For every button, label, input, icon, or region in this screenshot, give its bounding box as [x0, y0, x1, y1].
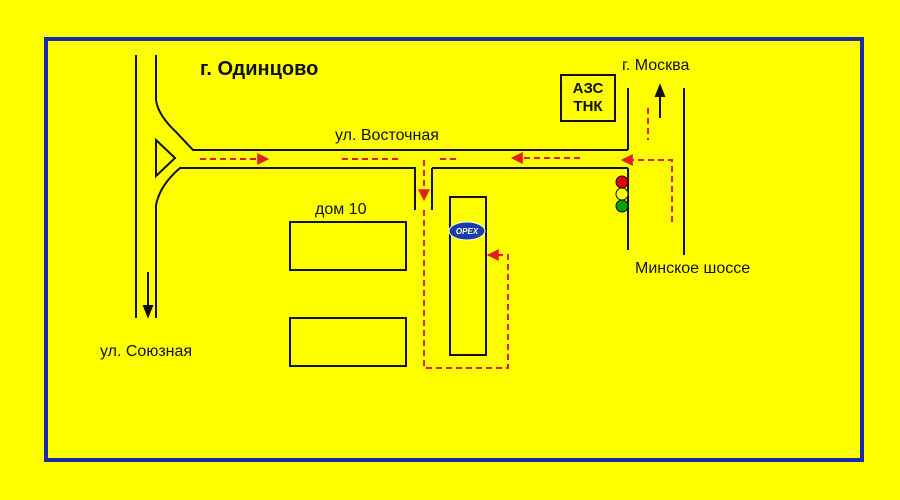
direction-label-moscow: г. Москва [622, 57, 690, 74]
building-dom-10 [289, 221, 407, 271]
soyuznaya-road-right-edge-bottom [155, 167, 416, 318]
oreh-logo-text: ОРЕХ [455, 226, 479, 236]
route-arrow-icon [423, 210, 509, 369]
building-oreh [449, 196, 487, 356]
buildings [289, 196, 487, 367]
gas-station-sign: АЗС ТНК [560, 74, 616, 122]
junction-triangle [155, 137, 177, 179]
building-label-dom-10: дом 10 [315, 201, 367, 218]
gas-station-line2: ТНК [573, 98, 603, 115]
city-name: г. Одинцово [200, 58, 319, 80]
route-arrow-icon [620, 154, 673, 222]
street-label-minskoe: Минское шоссе [635, 260, 751, 277]
gas-station-line1: АЗС [572, 80, 604, 97]
roads [135, 55, 685, 318]
street-label-soyuznaya: ул. Союзная [100, 343, 193, 360]
street-label-vostochnaya: ул. Восточная [335, 127, 439, 144]
soyuznaya-road-right-edge-top [155, 55, 415, 151]
building-lower [289, 317, 407, 367]
map-border [44, 37, 864, 462]
direction-arrows [142, 83, 666, 319]
oreh-logo: ОРЕХ [448, 221, 486, 241]
traffic-light-icon [615, 175, 629, 213]
route [200, 108, 673, 369]
